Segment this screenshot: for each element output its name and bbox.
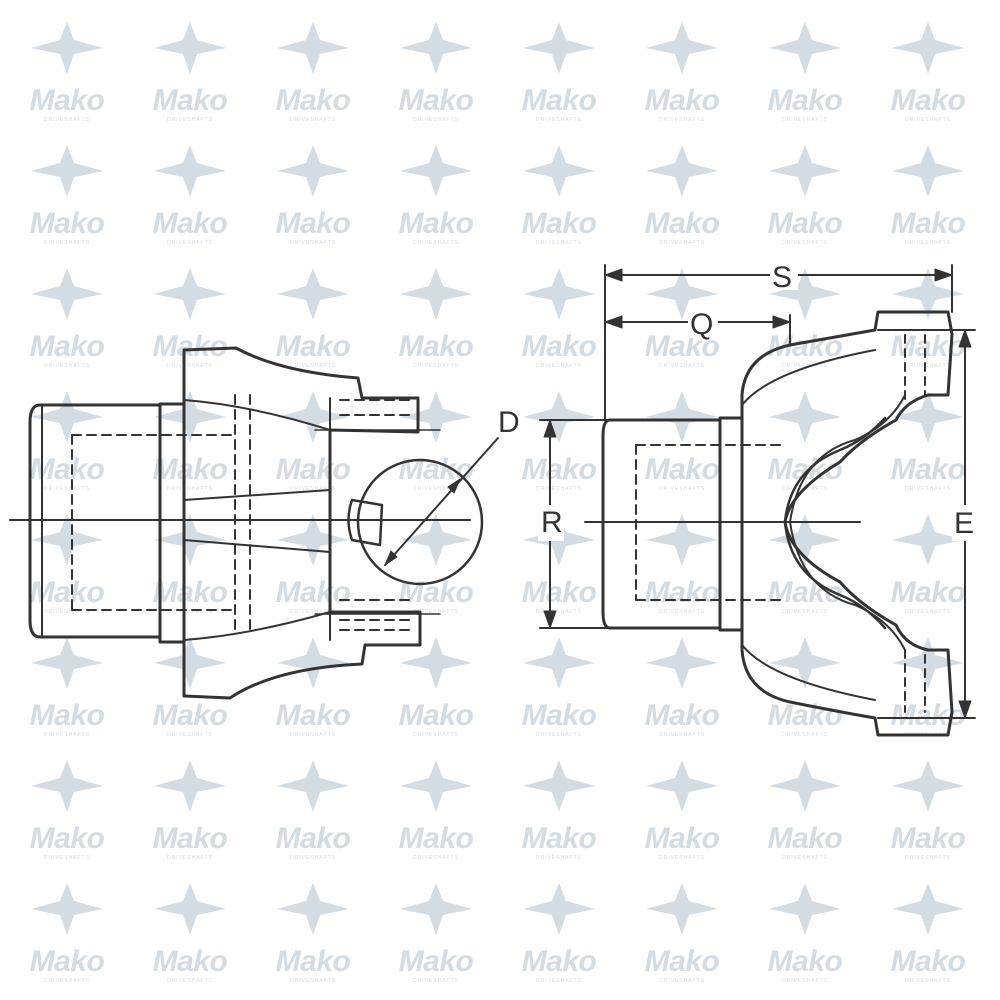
right-yoke-inner-u <box>783 416 887 524</box>
right-yoke-ears <box>740 310 954 737</box>
left-yoke-view <box>9 346 499 700</box>
left-collar <box>158 402 186 644</box>
bearing-circle <box>356 458 484 586</box>
label-e: E <box>954 507 974 540</box>
right-yoke-view <box>584 310 954 737</box>
left-zerk-boss <box>347 498 384 547</box>
label-d: D <box>498 406 520 439</box>
left-shaft-stub <box>28 403 162 639</box>
label-s: S <box>772 261 792 294</box>
dimension-lines <box>539 264 976 719</box>
dimension-labels: D R Q S E <box>493 258 980 541</box>
label-q: Q <box>690 308 713 341</box>
label-r: R <box>541 506 563 539</box>
right-collar <box>718 416 744 632</box>
d-dimension-line <box>384 437 499 566</box>
right-shaft-stub <box>601 418 722 630</box>
